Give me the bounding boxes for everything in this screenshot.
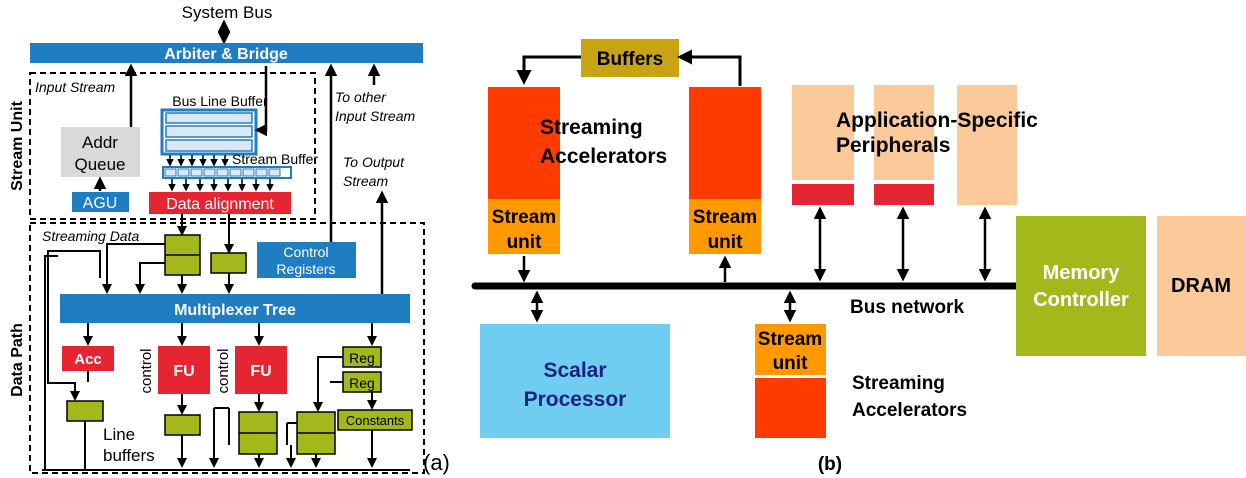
panel-b: Buffers Stream unit Streaming Accelerato…: [471, 39, 1246, 475]
panel-b-caption: (b): [818, 454, 842, 475]
peripheral-2-interface: [874, 184, 934, 205]
app-specific-label-1: Application-Specific: [836, 109, 1038, 132]
arbiter-bridge-bar: [30, 43, 423, 63]
to-other-label-1: To other: [335, 89, 387, 105]
constants-box: [337, 409, 413, 431]
buffers-box: [581, 39, 679, 77]
input-stream-label: Input Stream: [35, 79, 115, 95]
addr-queue-box: [61, 127, 140, 177]
streaming-accelerators-label-1: Streaming: [540, 116, 643, 139]
line-buffer-1: [66, 400, 104, 422]
control-registers-label-2: Registers: [276, 261, 335, 277]
acc-label: Acc: [74, 351, 102, 368]
stream-unit-2-label-1: Stream: [693, 207, 757, 228]
data-path-box: [29, 222, 425, 474]
stream-unit-2: [689, 199, 761, 254]
streaming-accelerators-label-2: Accelerators: [540, 145, 667, 168]
stream-unit-3-label-2: unit: [773, 353, 808, 374]
bus-network-label: Bus network: [850, 297, 964, 318]
memory-controller-label-1: Memory: [1043, 262, 1121, 284]
to-output-label-2: Stream: [343, 173, 388, 189]
system-bus-label: System Bus: [182, 3, 273, 22]
peripheral-1: [792, 85, 854, 180]
panel-a-caption: (a): [423, 450, 450, 475]
to-output-label-1: To Output: [343, 154, 405, 170]
scalar-processor-label-2: Processor: [524, 388, 627, 411]
to-other-label-2: Input Stream: [335, 108, 415, 124]
arbiter-bridge-label: Arbiter & Bridge: [164, 46, 288, 63]
multiplexer-tree-bar: [60, 294, 410, 323]
streaming-accelerator-3: [755, 378, 826, 438]
line-buffer-2: [164, 414, 201, 436]
control-label-1: control: [138, 348, 155, 393]
peripheral-2: [874, 85, 934, 180]
memory-controller-label-2: Controller: [1033, 289, 1129, 311]
streaming-accelerators-2-label-2: Accelerators: [852, 400, 967, 421]
streaming-accelerator-1: [488, 87, 560, 199]
stream-unit-1-label-2: unit: [507, 232, 542, 253]
reg-label-2: Reg: [349, 375, 375, 391]
stream-register-b: [210, 252, 247, 274]
dram-box: [1157, 216, 1246, 356]
control-registers-label-1: Control: [283, 244, 328, 260]
control-label-2: control: [215, 348, 232, 393]
streaming-accelerators-2-label-1: Streaming: [852, 373, 945, 394]
reg-label-1: Reg: [349, 350, 375, 366]
data-path-label: Data Path: [9, 323, 26, 397]
stream-unit-2-label-2: unit: [708, 232, 743, 253]
agu-box: [72, 192, 129, 212]
scalar-processor-box: [480, 324, 670, 438]
app-specific-label-2: Peripherals: [836, 134, 950, 157]
streaming-accelerator-2: [689, 87, 761, 199]
fu-box-1: [158, 346, 210, 394]
stream-unit-label: Stream Unit: [9, 100, 26, 190]
data-alignment-box: [149, 192, 291, 214]
streaming-data-label: Streaming Data: [42, 228, 139, 244]
stream-unit-box: [29, 72, 316, 220]
memory-controller-box: [1016, 216, 1146, 356]
fu-label-2: FU: [250, 363, 271, 380]
dram-label: DRAM: [1171, 275, 1231, 297]
addr-queue-label-1: Addr: [82, 133, 118, 152]
panel-a: System Bus Arbiter & Bridge Stream Unit …: [9, 3, 450, 475]
peripheral-1-interface: [792, 184, 854, 205]
fu-label-1: FU: [173, 363, 194, 380]
agu-label: AGU: [83, 195, 118, 212]
multiplexer-tree-label: Multiplexer Tree: [174, 302, 296, 319]
constants-label: Constants: [346, 413, 405, 428]
buffers-label: Buffers: [597, 49, 664, 70]
line-buffers-label-1: Line: [103, 425, 135, 444]
stream-buffer-label: Stream Buffer: [232, 151, 318, 167]
stream-unit-3: [755, 324, 826, 375]
line-buffers-label-2: buffers: [103, 446, 155, 465]
fu-box-2: [235, 346, 287, 394]
addr-queue-label-2: Queue: [74, 155, 125, 174]
acc-box: [62, 346, 114, 371]
stream-unit-3-label-1: Stream: [758, 329, 822, 350]
peripheral-3: [957, 85, 1017, 205]
stream-unit-1-label-1: Stream: [492, 207, 556, 228]
control-registers-box: [257, 242, 356, 278]
scalar-processor-label-1: Scalar: [543, 359, 606, 382]
bus-line-buffer-label: Bus Line Buffer: [172, 93, 268, 109]
stream-unit-1: [488, 199, 560, 254]
data-alignment-label: Data alignment: [166, 196, 274, 213]
